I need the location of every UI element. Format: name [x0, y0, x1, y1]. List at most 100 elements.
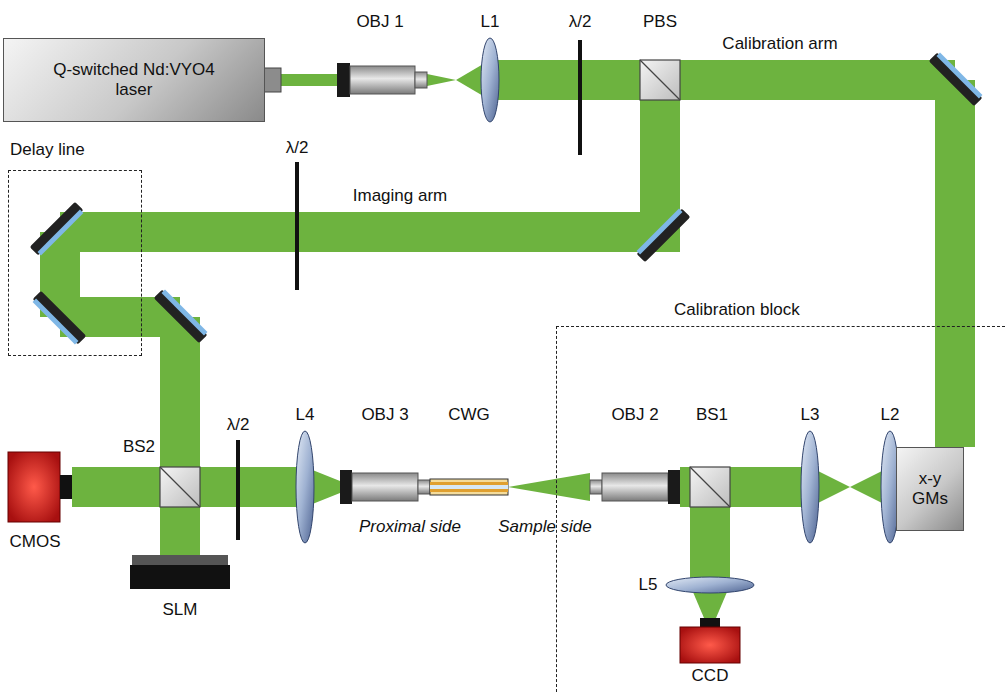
mirror — [30, 202, 85, 257]
part-label: BS1 — [696, 405, 728, 425]
objective-1 — [337, 63, 350, 97]
objective-1 — [415, 72, 427, 88]
mirror — [31, 291, 86, 346]
laser-beam — [935, 80, 975, 447]
objective-3 — [340, 470, 352, 504]
mirror — [936, 53, 982, 99]
part-label: CCD — [692, 666, 729, 686]
box-label: Q-switched Nd:VYO4 laser — [49, 60, 219, 101]
part-label: OBJ 1 — [356, 12, 403, 32]
part-label: Imaging arm — [353, 186, 447, 206]
mirror — [33, 298, 79, 344]
beam-splitter-cube — [160, 467, 200, 507]
fiber-waveguide — [430, 482, 508, 485]
mirror — [929, 51, 984, 106]
half-wave-plate — [578, 40, 582, 155]
objective-3 — [340, 470, 430, 504]
lens — [801, 431, 819, 543]
mirror — [161, 290, 207, 336]
ccd-camera — [680, 618, 740, 663]
ccd-camera — [680, 627, 740, 663]
part-label: BS2 — [123, 437, 155, 457]
laser-beam — [427, 74, 456, 86]
half-wave-plate — [236, 440, 240, 540]
part-label: Sample side — [498, 517, 592, 537]
laser-beam — [40, 60, 975, 618]
mirror — [637, 209, 691, 263]
box-label: x-y GMs — [904, 469, 956, 510]
laser-beam — [640, 80, 680, 232]
cmos-camera — [8, 452, 72, 522]
calibration-group: Calibration block x-y GMs — [556, 298, 1005, 692]
delay-line-group: Delay line — [8, 138, 142, 356]
mirror — [30, 202, 84, 256]
lens — [296, 38, 899, 593]
half-wave-plate — [238, 40, 580, 540]
laser-beam — [160, 507, 200, 555]
part-label: CMOS — [10, 532, 61, 552]
beam-splitter-cube — [690, 467, 730, 507]
mirror — [635, 207, 690, 262]
part-label: λ/2 — [569, 12, 592, 32]
part-label: OBJ 2 — [611, 405, 658, 425]
part-label: PBS — [643, 12, 677, 32]
part-label: L2 — [881, 405, 900, 425]
cmos-camera — [8, 452, 60, 522]
objective-3 — [352, 473, 418, 501]
objective-2 — [590, 470, 680, 504]
part-label: L3 — [801, 405, 820, 425]
lens — [296, 431, 314, 543]
objective-1 — [337, 63, 427, 97]
ccd-camera — [700, 618, 720, 627]
part-label: L5 — [639, 575, 658, 595]
dashed-outline — [8, 170, 142, 356]
mirror — [154, 288, 209, 343]
part-label: Proximal side — [359, 517, 461, 537]
objective-3 — [418, 480, 430, 494]
mirror — [929, 53, 983, 107]
laser-beam — [690, 507, 730, 585]
group-heading: Delay line — [10, 140, 85, 160]
beam-splitter-cube — [160, 60, 730, 507]
beam-splitter-cube — [640, 60, 680, 100]
group-heading: Calibration block — [674, 300, 800, 320]
objective-1 — [350, 66, 415, 94]
beam-splitter-cube — [160, 467, 200, 507]
galvo-box: x-y GMs — [896, 447, 964, 531]
part-label: CWG — [448, 405, 490, 425]
mirror — [637, 209, 683, 255]
laser-beam — [508, 473, 590, 501]
part-label: Calibration arm — [722, 34, 837, 54]
laser-beam — [490, 60, 955, 100]
laser-beam — [160, 317, 200, 507]
mirror — [33, 291, 87, 345]
slm-device — [130, 565, 230, 589]
lens — [666, 577, 754, 593]
slm-device — [130, 555, 230, 589]
cmos-camera — [60, 475, 72, 499]
part-label: L4 — [296, 405, 315, 425]
laser-beam — [680, 467, 810, 507]
laser-nozzle — [263, 68, 281, 92]
objective-2 — [668, 470, 680, 504]
beam-splitter-cube — [690, 467, 730, 507]
half-wave-plate — [295, 162, 299, 290]
part-label: L1 — [481, 12, 500, 32]
part-label: OBJ 3 — [361, 405, 408, 425]
part-label: SLM — [163, 600, 198, 620]
fiber-waveguide — [430, 485, 508, 489]
lens — [481, 38, 499, 122]
fiber-waveguide — [430, 489, 508, 492]
laser-beam — [280, 74, 338, 86]
laser-beam — [60, 212, 680, 252]
fiber-waveguide — [430, 479, 508, 495]
mirror — [37, 209, 83, 255]
laser-nozzle — [263, 68, 281, 92]
beam-splitter-cube — [640, 60, 680, 100]
fiber-waveguide — [430, 479, 508, 495]
mirror — [154, 290, 208, 344]
laser-box: Q-switched Nd:VYO4 laser — [3, 38, 265, 122]
objective-2 — [602, 473, 668, 501]
laser-beam — [72, 467, 305, 507]
